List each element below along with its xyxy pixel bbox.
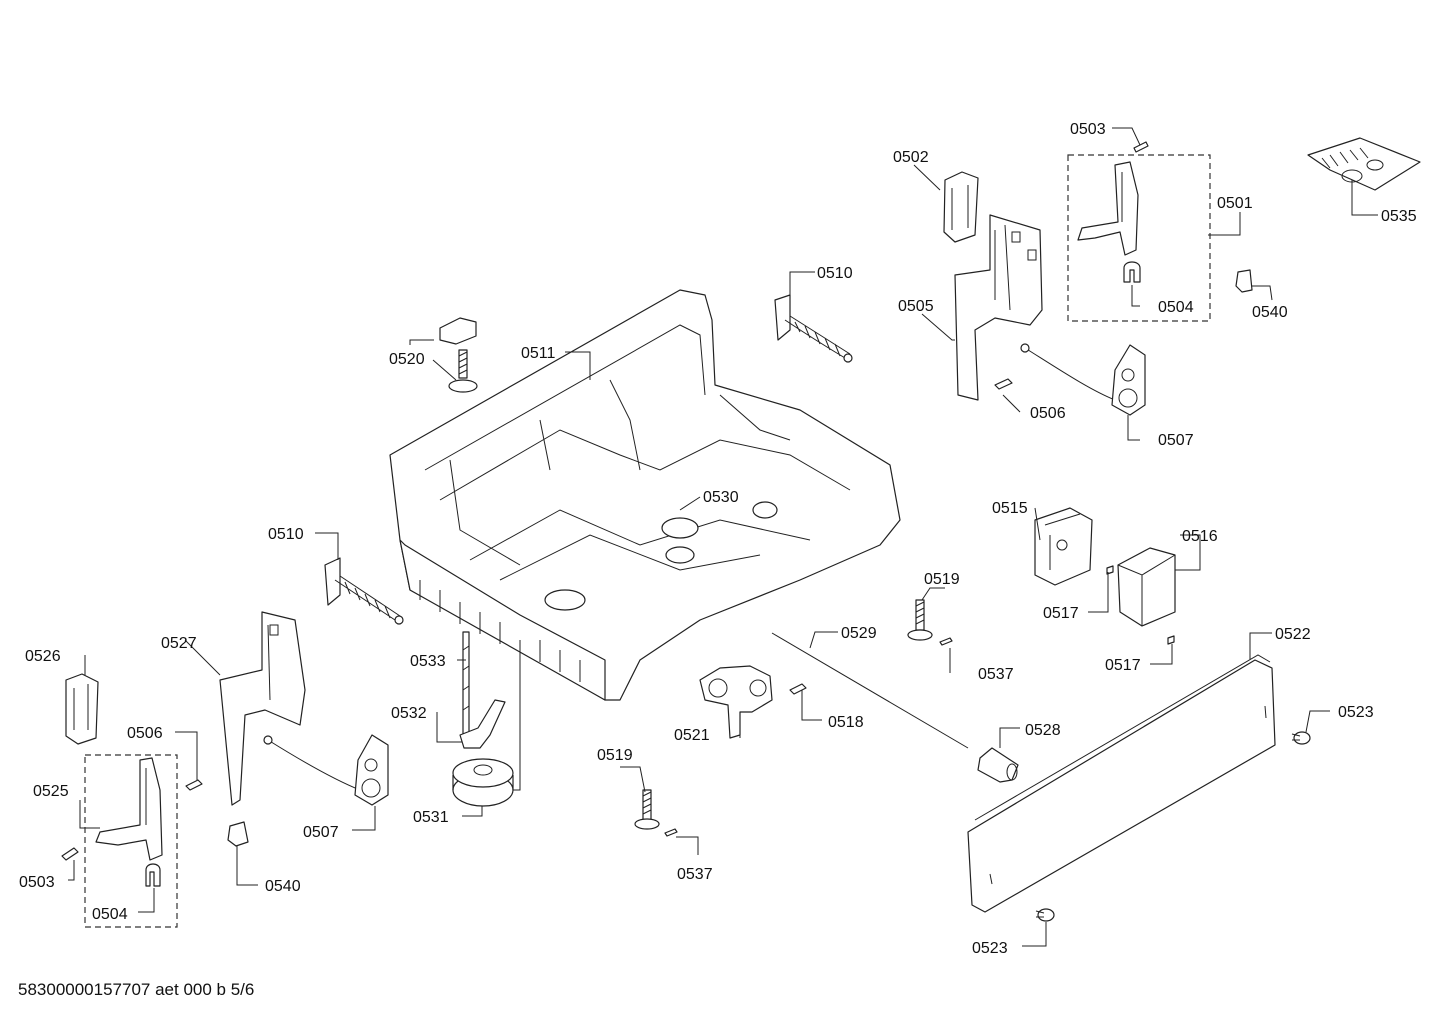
callout-0531: 0531 <box>413 809 449 826</box>
callout-0522: 0522 <box>1275 626 1311 643</box>
callout-0527: 0527 <box>161 635 197 652</box>
callout-0535: 0535 <box>1381 208 1417 225</box>
screw-right-0506-part <box>994 378 1013 390</box>
callout-0518: 0518 <box>828 714 864 731</box>
callout-0503-top: 0503 <box>1070 121 1106 138</box>
spring-lower-part <box>324 557 404 625</box>
callout-0519-lower: 0519 <box>597 747 633 764</box>
callout-0529: 0529 <box>841 625 877 642</box>
callout-0525: 0525 <box>33 783 69 800</box>
leader-lines <box>68 127 1378 947</box>
callout-0528: 0528 <box>1025 722 1061 739</box>
clip-0540-left-part <box>227 821 249 847</box>
callout-0503-left: 0503 <box>19 874 55 891</box>
callout-0515: 0515 <box>992 500 1028 517</box>
screw-0518-part <box>789 683 807 695</box>
callout-0519-upper: 0519 <box>924 571 960 588</box>
callout-0516: 0516 <box>1182 528 1218 545</box>
callout-0517-upper: 0517 <box>1043 605 1079 622</box>
callout-0537-lower: 0537 <box>677 866 713 883</box>
screw-kit-bag-part <box>1307 137 1421 191</box>
drawing-code-footer: 58300000157707 aet 000 b 5/6 <box>18 980 255 999</box>
callout-0530: 0530 <box>703 489 739 506</box>
screw-left-0506-part <box>185 779 203 791</box>
inlet-valve-part <box>699 665 773 739</box>
cover-bracket-part <box>943 171 979 243</box>
hinge-bracket-left-part <box>219 611 306 806</box>
hinge-cable-right-part <box>1020 343 1146 416</box>
callout-0506-left: 0506 <box>127 725 163 742</box>
callout-0502: 0502 <box>893 149 929 166</box>
callout-0511: 0511 <box>521 345 556 362</box>
screw-0537-lower-part <box>664 828 678 837</box>
hinge-cable-left-part <box>263 734 389 806</box>
callout-0501: 0501 <box>1217 195 1253 212</box>
cover-bracket-left-part <box>65 673 99 745</box>
foot-lower-part <box>634 789 660 830</box>
clip-0540-right-part <box>1235 269 1253 293</box>
callout-0533: 0533 <box>410 653 446 670</box>
clip-right-part <box>1123 261 1141 283</box>
electronics-holder-part <box>1034 507 1093 586</box>
base-tub-part <box>389 289 901 701</box>
callout-0520: 0520 <box>389 351 425 368</box>
hinge-plate-left-part <box>95 757 163 861</box>
callout-0507-left: 0507 <box>303 824 339 841</box>
callout-0505: 0505 <box>898 298 934 315</box>
front-kick-panel-part <box>967 654 1276 913</box>
hinge-bracket-right-part <box>954 214 1043 401</box>
callout-labels: 0503 0502 0501 0504 0505 0506 0507 0510 … <box>19 121 1417 957</box>
screw-top-right-part <box>1133 141 1149 153</box>
screw-left-0503-part <box>61 847 79 861</box>
screw-0523-bottom-part <box>1035 908 1055 922</box>
callout-0521: 0521 <box>674 727 710 744</box>
leveling-foot-part <box>439 317 478 393</box>
callout-0504-right: 0504 <box>1158 299 1194 316</box>
foot-upper-part <box>907 599 933 641</box>
spring-upper-part <box>774 294 853 363</box>
float-arm-part <box>459 699 506 749</box>
callout-0526: 0526 <box>25 648 61 665</box>
callout-0507-right: 0507 <box>1158 432 1194 449</box>
callout-0540-right: 0540 <box>1252 304 1288 321</box>
assembly-box-left <box>84 754 178 928</box>
clip-left-part <box>145 863 161 887</box>
screw-0537-upper-part <box>939 637 953 646</box>
callout-0523-bottom: 0523 <box>972 940 1008 957</box>
callout-0506-right: 0506 <box>1030 405 1066 422</box>
float-rod-part <box>462 631 470 735</box>
pump-cover-part <box>452 758 514 807</box>
callout-0523-right: 0523 <box>1338 704 1374 721</box>
switch-rod-part <box>771 632 969 749</box>
callout-0537-upper: 0537 <box>978 666 1014 683</box>
assembly-box-right <box>1067 154 1211 322</box>
screw-0523-right-part <box>1291 731 1311 745</box>
callout-0540-left: 0540 <box>265 878 301 895</box>
screw-0517-b-part <box>1167 635 1175 645</box>
switch-knob-part <box>977 747 1019 783</box>
callout-0510-lower: 0510 <box>268 526 304 543</box>
callout-0517-lower: 0517 <box>1105 657 1141 674</box>
callout-0510-upper: 0510 <box>817 265 853 282</box>
hinge-plate-right-part <box>1077 161 1139 256</box>
electronics-cover-part <box>1117 547 1176 627</box>
callout-0504-left: 0504 <box>92 906 128 923</box>
callout-0532: 0532 <box>391 705 427 722</box>
